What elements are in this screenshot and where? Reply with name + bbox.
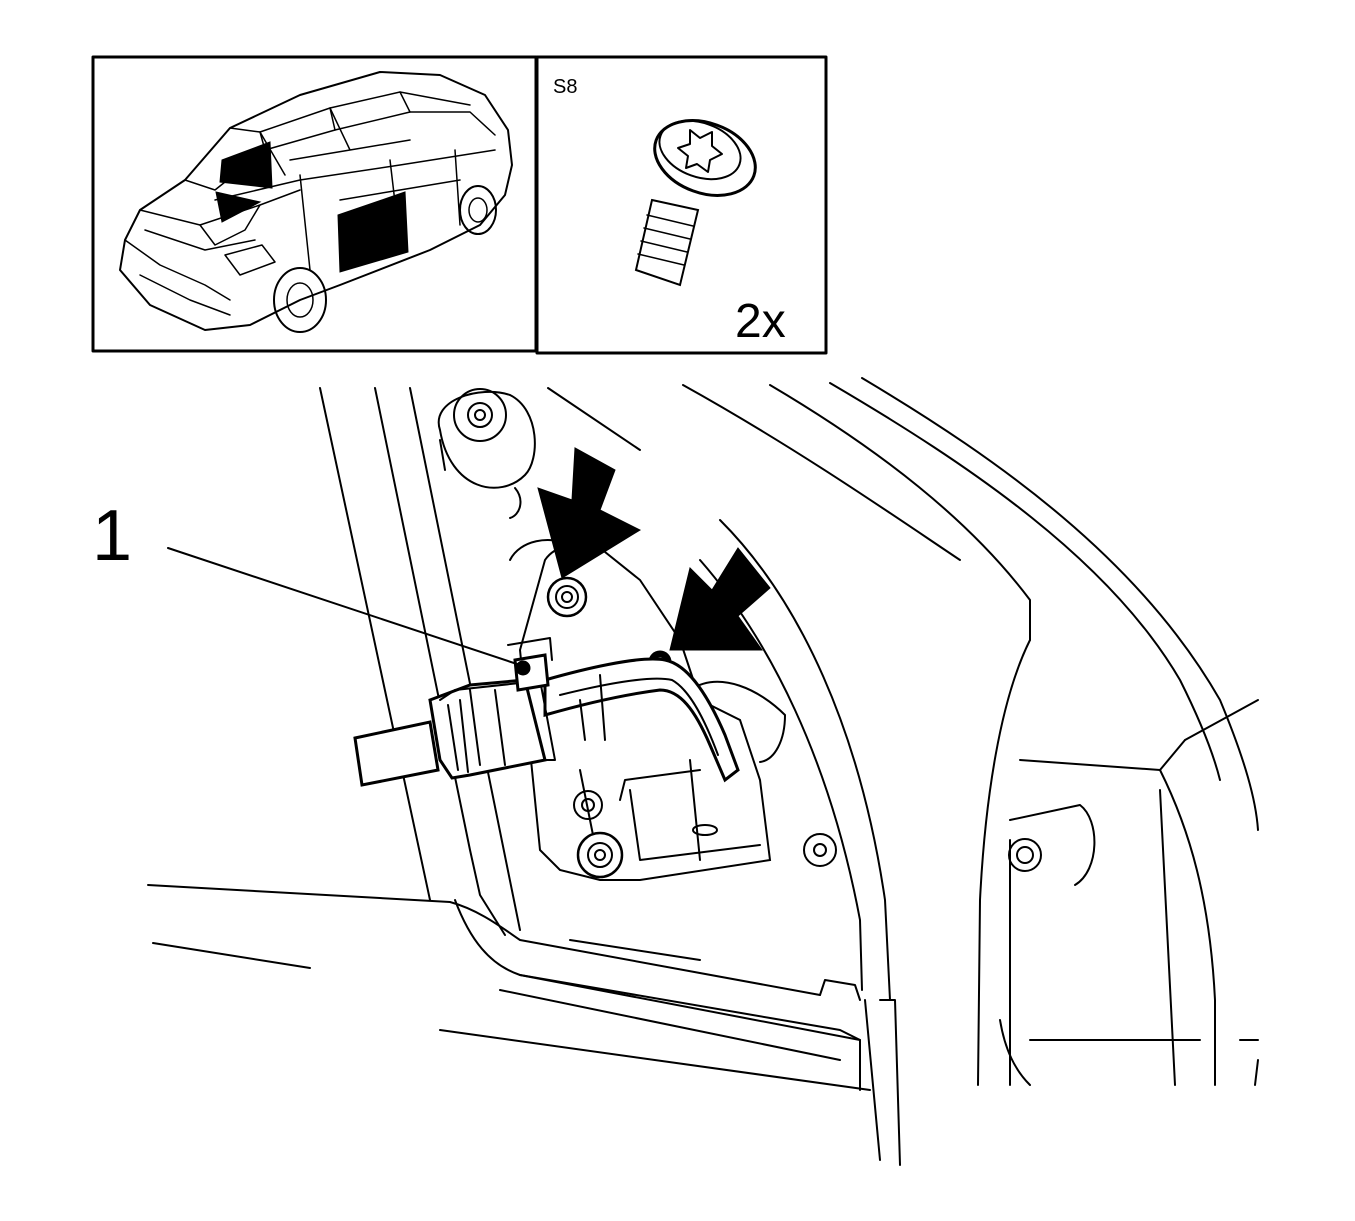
lock-bolt-bottom	[576, 831, 624, 879]
fastener-inset-panel: S8 2x	[535, 55, 828, 355]
arrow-down-left-icon	[537, 447, 642, 579]
vehicle-location-icon	[119, 71, 513, 333]
lock-assembly	[353, 539, 837, 881]
upper-bolt	[437, 388, 536, 519]
quantity-label: 2x	[735, 295, 786, 348]
callout-1: 1	[92, 496, 521, 666]
electrical-connector	[353, 637, 556, 787]
body-panel-lines	[147, 377, 1259, 1166]
lock-bolt-upper	[546, 576, 588, 618]
arrow-down-left-icon	[669, 547, 771, 651]
lock-bolt-left	[573, 790, 603, 820]
vehicle-inset-panel	[91, 55, 538, 353]
torx-bolt-icon	[634, 119, 757, 287]
frame-bolt	[803, 833, 837, 867]
part-code-label: S8	[553, 76, 577, 98]
callout-label: 1	[92, 496, 132, 576]
